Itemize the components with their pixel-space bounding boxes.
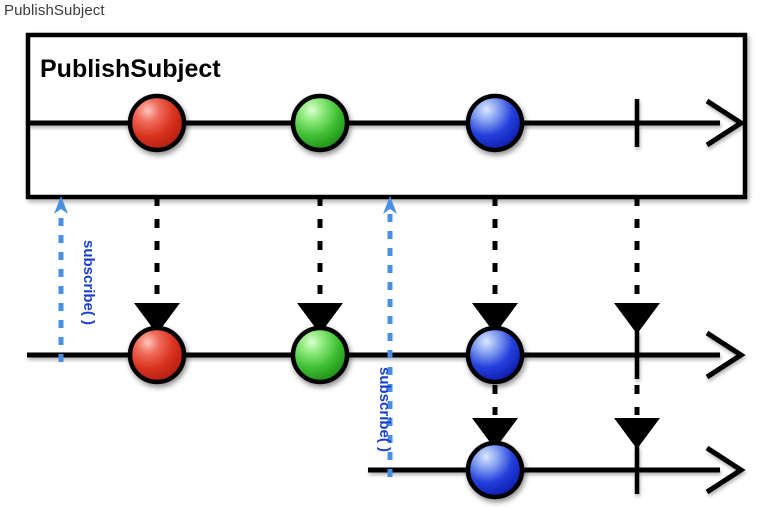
subscribe-arrow-one[interactable]: subscribe( ) <box>54 196 97 362</box>
subscriber-one-green-marble[interactable] <box>290 325 350 385</box>
red-emission-arrowhead <box>134 303 180 334</box>
blue-emission-arrowhead-2 <box>472 418 518 449</box>
source-timeline <box>29 93 746 153</box>
source-red-marble[interactable] <box>127 93 187 153</box>
subscribe-two-label: subscribe( ) <box>376 367 393 452</box>
complete-emission-arrowhead <box>614 303 660 334</box>
subscribe-arrow-two[interactable]: subscribe( ) <box>376 196 397 477</box>
subscriber-one-timeline <box>27 325 746 385</box>
source-blue-marble[interactable] <box>465 93 525 153</box>
subscriber-one-blue-marble[interactable] <box>465 325 525 385</box>
box-title: PublishSubject <box>40 55 221 83</box>
complete-emission-arrowhead-2 <box>614 418 660 449</box>
subscriber-one-axis-arrowhead <box>705 330 746 380</box>
subscriber-one-red-marble[interactable] <box>127 325 187 385</box>
blue-emission-arrowhead <box>472 303 518 334</box>
green-emission-arrowhead <box>297 303 343 334</box>
emission-links-tier-1 <box>154 197 640 300</box>
page-title: PublishSubject <box>4 2 105 19</box>
emission-arrowheads-tier-2 <box>472 418 660 449</box>
subscribe-one-arrowhead <box>54 196 68 214</box>
subscribe-one-label: subscribe( ) <box>80 240 97 325</box>
subscriber-two-timeline <box>368 440 746 500</box>
source-green-marble[interactable] <box>290 93 350 153</box>
emission-links-tier-2 <box>492 385 640 415</box>
emission-arrowheads-tier-1 <box>134 303 660 334</box>
subscriber-two-axis-arrowhead <box>705 445 746 495</box>
source-axis-arrowhead <box>705 98 746 148</box>
subscriber-two-blue-marble[interactable] <box>465 440 525 500</box>
subscribe-two-arrowhead <box>383 196 397 214</box>
